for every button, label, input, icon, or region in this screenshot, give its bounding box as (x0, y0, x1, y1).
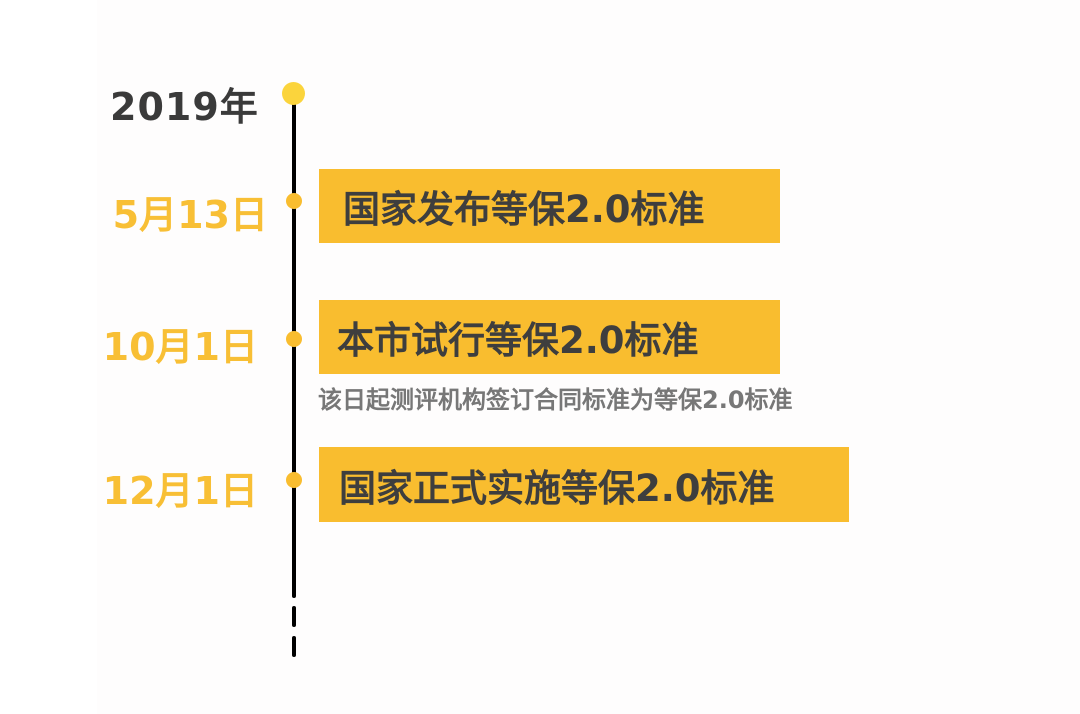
timeline-line (292, 100, 296, 598)
event-marker-dot (286, 472, 302, 488)
event-marker-dot (286, 331, 302, 347)
event-title-box: 本市试行等保2.0标准 (319, 300, 780, 374)
event-note: 该日起测评机构签订合同标准为等保2.0标准 (318, 386, 793, 414)
event-date: 10月1日 (102, 325, 258, 369)
event-title-box: 国家发布等保2.0标准 (319, 169, 780, 243)
event-title-box: 国家正式实施等保2.0标准 (319, 447, 849, 522)
year-label: 2019年 (110, 85, 259, 129)
timeline-dash (292, 636, 296, 657)
event-marker-dot (286, 193, 302, 209)
timeline-dash (292, 606, 296, 627)
event-date: 5月13日 (112, 193, 268, 237)
event-date: 12月1日 (102, 469, 258, 513)
year-marker-dot (282, 82, 305, 105)
